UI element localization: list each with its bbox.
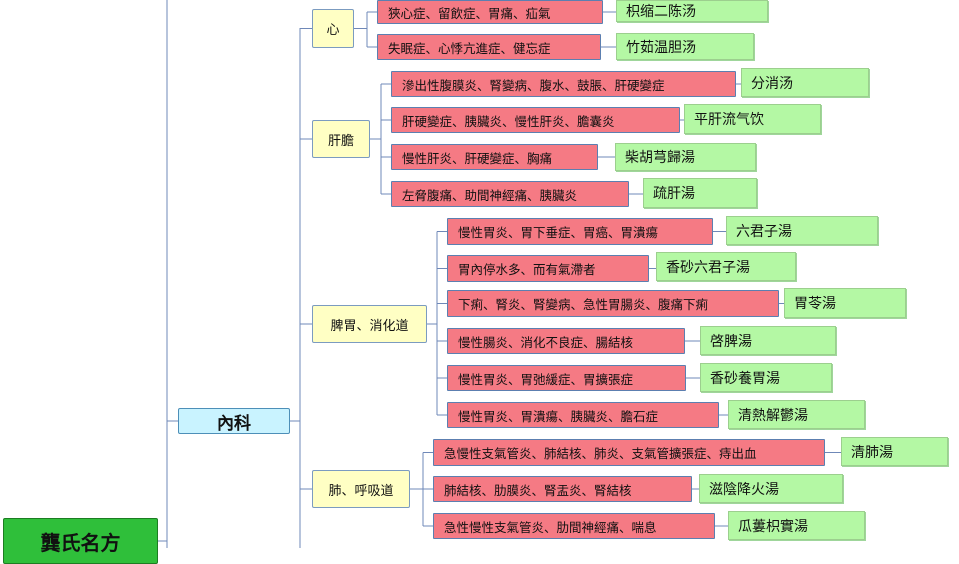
disease-node[interactable]: 慢性胃炎、胃潰瘍、胰臟炎、膽石症 [447, 402, 719, 428]
disease-node[interactable]: 肺結核、肋膜炎、腎盂炎、腎結核 [433, 476, 692, 502]
formula-node[interactable]: 瓜蔞枳實湯 [728, 511, 865, 540]
disease-node[interactable]: 急慢性支氣管炎、肺結核、肺炎、支氣管擴張症、痔出血 [433, 439, 825, 466]
formula-node[interactable]: 清肺湯 [841, 437, 948, 466]
formula-node[interactable]: 平肝流气饮 [684, 104, 821, 134]
disease-node[interactable]: 慢性腸炎、消化不良症、腸結核 [447, 328, 685, 354]
disease-node[interactable]: 急性慢性支氣管炎、肋間神經痛、喘息 [433, 513, 715, 539]
group-node[interactable]: 肺、呼吸道 [312, 470, 410, 508]
disease-node[interactable]: 胃內停水多、而有氣滯者 [447, 255, 649, 282]
category-node-internal-medicine[interactable]: 內科 [178, 408, 290, 434]
group-node[interactable]: 心 [312, 9, 354, 48]
disease-node[interactable]: 慢性肝炎、肝硬變症、胸痛 [391, 144, 598, 170]
disease-node[interactable]: 慢性胃炎、胃弛緩症、胃擴張症 [447, 365, 686, 391]
group-node[interactable]: 肝膽 [312, 120, 370, 158]
formula-node[interactable]: 啓脾湯 [700, 326, 836, 355]
disease-node[interactable]: 慢性胃炎、胃下垂症、胃癌、胃潰瘍 [447, 218, 713, 245]
formula-node[interactable]: 清熱解鬱湯 [728, 400, 865, 429]
formula-node[interactable]: 枳缩二陈汤 [616, 0, 768, 22]
formula-node[interactable]: 柴胡芎歸湯 [615, 143, 756, 171]
disease-node[interactable]: 下痢、腎炎、腎變病、急性胃腸炎、腹痛下痢 [447, 290, 779, 317]
mind-map-connectors [158, 0, 841, 548]
formula-node[interactable]: 滋陰降火湯 [699, 474, 843, 503]
formula-node[interactable]: 胃苓湯 [784, 288, 906, 318]
formula-node[interactable]: 六君子湯 [726, 216, 878, 245]
root-node[interactable]: 龔氏名方 [3, 518, 158, 564]
formula-node[interactable]: 香砂養胃湯 [700, 363, 832, 392]
formula-node[interactable]: 疏肝湯 [643, 178, 757, 208]
disease-node[interactable]: 肝硬變症、胰臟炎、慢性肝炎、膽囊炎 [391, 107, 680, 133]
formula-node[interactable]: 竹茹温胆汤 [616, 33, 754, 60]
disease-node[interactable]: 狹心症、留飲症、胃痛、疝氣 [377, 0, 603, 24]
disease-node[interactable]: 滲出性腹膜炎、腎變病、腹水、鼓脹、肝硬變症 [391, 71, 736, 97]
disease-node[interactable]: 左脅腹痛、助間神經痛、胰臟炎 [391, 181, 629, 207]
formula-node[interactable]: 香砂六君子湯 [656, 252, 796, 281]
formula-node[interactable]: 分消汤 [741, 68, 869, 97]
group-node[interactable]: 脾胃、消化道 [312, 305, 427, 343]
disease-node[interactable]: 失眠症、心悸亢進症、健忘症 [377, 34, 601, 60]
